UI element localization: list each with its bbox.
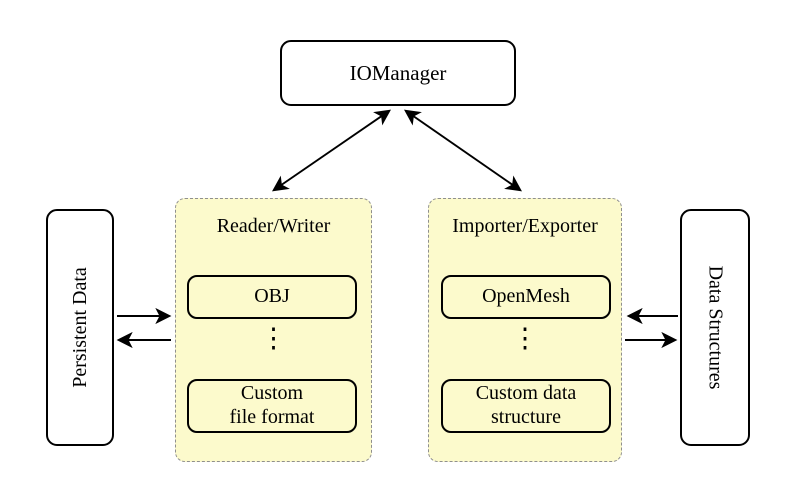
iomanager-label: IOManager xyxy=(349,60,447,85)
reader-writer-group: Reader/Writer OBJ ⋮ Custom file format xyxy=(175,198,372,462)
data-structures-box: Data Structures xyxy=(680,209,750,446)
importer-exporter-title: Importer/Exporter xyxy=(452,215,598,237)
data-structures-label: Data Structures xyxy=(704,265,727,390)
openmesh-box: OpenMesh xyxy=(441,275,611,319)
arrow-iomanager-importerexporter xyxy=(404,109,522,192)
custom-data-structure-box: Custom data structure xyxy=(441,379,611,433)
importer-exporter-group: Importer/Exporter OpenMesh ⋮ Custom data… xyxy=(428,198,622,462)
custom-file-format-box: Custom file format xyxy=(187,379,357,433)
reader-writer-title: Reader/Writer xyxy=(216,215,331,237)
arrow-iomanager-readerwriter xyxy=(272,109,391,192)
obj-box: OBJ xyxy=(187,275,357,319)
reader-writer-ellipsis: ⋮ xyxy=(260,323,287,353)
iomanager-box: IOManager xyxy=(280,40,516,106)
persistent-data-label: Persistent Data xyxy=(68,267,91,388)
persistent-data-box: Persistent Data xyxy=(46,209,114,446)
importer-exporter-ellipsis: ⋮ xyxy=(511,323,539,353)
